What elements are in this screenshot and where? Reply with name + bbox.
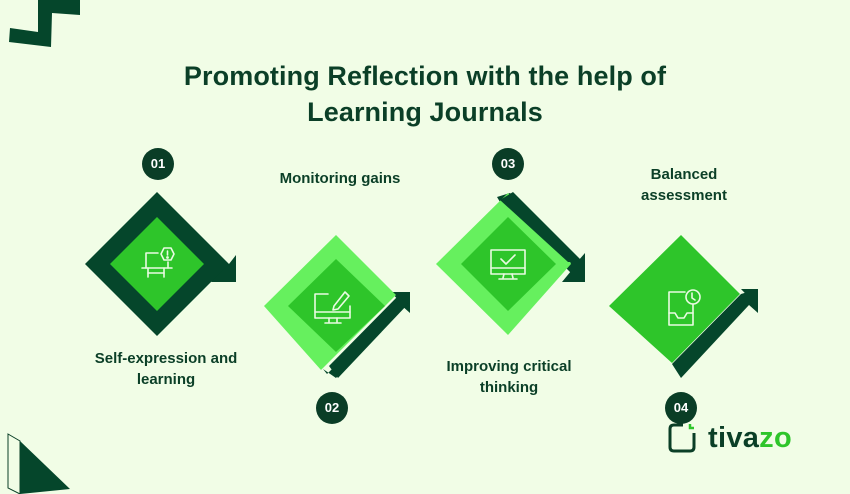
presentation-warning-icon xyxy=(141,247,175,278)
logo-text-dark: tiva xyxy=(708,422,760,454)
step-4-label: Balanced assessment xyxy=(641,166,727,204)
title-line-1: Promoting Reflection with the help of xyxy=(183,61,667,91)
step-3-diamond xyxy=(436,192,585,335)
monitor-check-icon xyxy=(490,249,526,280)
monitor-pencil-icon xyxy=(314,291,351,324)
zigzag-decoration xyxy=(9,0,80,47)
title-line-2: Learning Journals xyxy=(307,97,543,127)
page-title: Promoting Reflection with the help of Le… xyxy=(0,58,850,130)
step-4-diamond xyxy=(609,235,758,378)
step-1-diamond xyxy=(85,192,236,336)
logo-text-green: zo xyxy=(759,422,792,454)
triangle-decoration xyxy=(7,433,70,494)
step-1-label: Self-expression and learning xyxy=(94,350,238,388)
step-2-label: Monitoring gains xyxy=(279,170,401,187)
step-3-label: Improving critical thinking xyxy=(446,358,572,396)
step-2-badge: 02 xyxy=(316,392,348,424)
step-3-badge: 03 xyxy=(492,148,524,180)
step-1-badge: 01 xyxy=(142,148,174,180)
tivazo-logo-icon xyxy=(668,423,696,453)
inbox-clock-icon xyxy=(668,289,701,326)
step-2-diamond xyxy=(264,235,410,378)
step-4-badge: 04 xyxy=(665,392,697,424)
